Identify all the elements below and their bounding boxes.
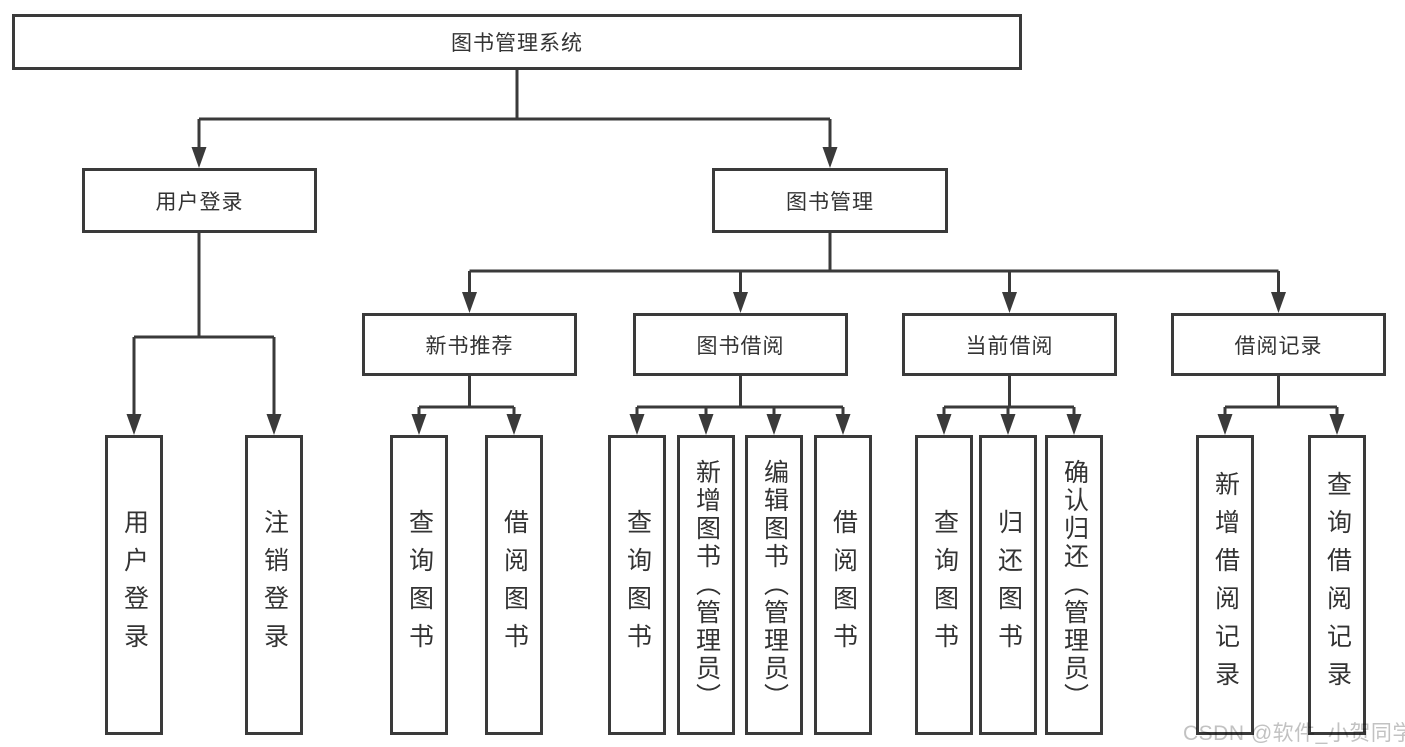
- leaf-return-books: 归还图书: [979, 435, 1037, 735]
- leaf-borrow-books-recommend: 借阅图书: [485, 435, 543, 735]
- leaf-borrow-books-borrowing: 借阅图书: [814, 435, 872, 735]
- leaf-edit-book-admin: 编辑图书（管理员）: [745, 435, 803, 735]
- node-book-management-label: 图书管理: [786, 190, 874, 214]
- node-borrowing-records-label: 借阅记录: [1234, 334, 1323, 358]
- node-user-login-branch: 用户登录: [82, 168, 317, 233]
- root-node-label: 图书管理系统: [451, 32, 583, 55]
- leaf-confirm-return-admin: 确认归还（管理员）: [1045, 435, 1103, 735]
- node-borrowing-records: 借阅记录: [1171, 313, 1386, 376]
- node-book-borrowing-label: 图书借阅: [696, 334, 785, 358]
- rail-new-book: [419, 376, 514, 409]
- rail-user-login: [134, 233, 274, 339]
- leaf-query-borrow-record: 查询借阅记录: [1308, 435, 1366, 735]
- node-book-management: 图书管理: [712, 168, 948, 233]
- node-user-login-label: 用户登录: [155, 190, 244, 214]
- node-new-book-recommendation-label: 新书推荐: [425, 334, 514, 358]
- leaf-add-book-admin: 新增图书（管理员）: [677, 435, 735, 735]
- node-new-book-recommendation: 新书推荐: [362, 313, 577, 376]
- node-current-borrowing-label: 当前借阅: [965, 334, 1054, 358]
- leaf-logout: 注销登录: [245, 435, 303, 735]
- node-current-borrowing: 当前借阅: [902, 313, 1117, 376]
- rail-root: [199, 70, 830, 121]
- rail-borrowing-records: [1225, 376, 1337, 409]
- leaf-query-books-current: 查询图书: [915, 435, 973, 735]
- rail-book-management: [469, 233, 1279, 273]
- leaf-add-borrow-record: 新增借阅记录: [1196, 435, 1254, 735]
- rail-book-borrowing: [637, 376, 843, 409]
- leaf-user-login: 用户登录: [105, 435, 163, 735]
- csdn-watermark: CSDN @软件_小贺同学: [1183, 722, 1405, 745]
- rail-current-borrowing: [944, 376, 1074, 409]
- leaf-query-books-recommend: 查询图书: [390, 435, 448, 735]
- node-book-borrowing: 图书借阅: [633, 313, 848, 376]
- leaf-query-books-borrowing: 查询图书: [608, 435, 666, 735]
- root-node: 图书管理系统: [12, 14, 1022, 70]
